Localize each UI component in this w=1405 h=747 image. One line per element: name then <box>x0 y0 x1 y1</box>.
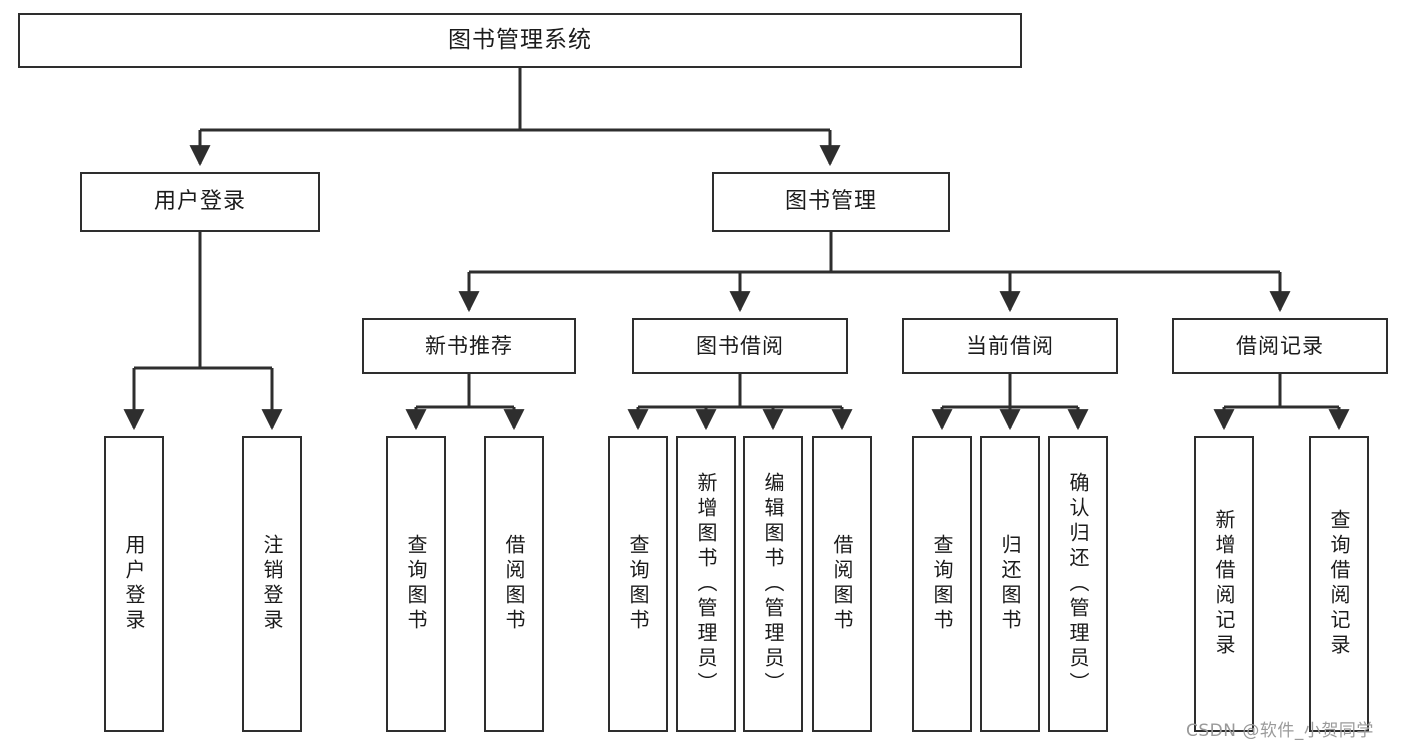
node-leaf-edit-book[interactable]: 编辑图书（管理员） <box>743 436 803 732</box>
watermark: CSDN @软件_小贺同学 <box>1186 721 1374 741</box>
node-new-book-rec-label: 新书推荐 <box>425 333 513 358</box>
node-leaf-edit-book-label: 编辑图书（管理员） <box>761 471 785 697</box>
node-leaf-add-record-label: 新增借阅记录 <box>1212 509 1236 659</box>
node-leaf-user-login[interactable]: 用户登录 <box>104 436 164 732</box>
node-leaf-query-book-rec-label: 查询图书 <box>404 534 428 634</box>
node-leaf-query-book-borrow[interactable]: 查询图书 <box>608 436 668 732</box>
node-leaf-add-book-label: 新增图书（管理员） <box>694 471 718 697</box>
node-leaf-return-book-label: 归还图书 <box>998 534 1022 634</box>
node-root-label: 图书管理系统 <box>448 27 592 54</box>
node-leaf-borrow-book-label: 借阅图书 <box>830 534 854 634</box>
node-user-login-label: 用户登录 <box>153 189 246 215</box>
node-leaf-query-book-rec[interactable]: 查询图书 <box>386 436 446 732</box>
node-new-book-rec[interactable]: 新书推荐 <box>362 318 576 374</box>
node-leaf-confirm-return-label: 确认归还（管理员） <box>1066 471 1090 697</box>
node-book-borrow-label: 图书借阅 <box>696 333 784 358</box>
node-leaf-query-book-current-label: 查询图书 <box>930 534 954 634</box>
node-leaf-query-book-current[interactable]: 查询图书 <box>912 436 972 732</box>
node-leaf-query-record[interactable]: 查询借阅记录 <box>1309 436 1369 732</box>
node-leaf-query-record-label: 查询借阅记录 <box>1327 509 1351 659</box>
node-leaf-user-login-label: 用户登录 <box>122 534 146 634</box>
node-book-manage[interactable]: 图书管理 <box>712 172 950 232</box>
node-borrow-record[interactable]: 借阅记录 <box>1172 318 1388 374</box>
node-book-manage-label: 图书管理 <box>784 189 877 215</box>
node-leaf-add-book[interactable]: 新增图书（管理员） <box>676 436 736 732</box>
node-book-borrow[interactable]: 图书借阅 <box>632 318 848 374</box>
node-leaf-return-book[interactable]: 归还图书 <box>980 436 1040 732</box>
node-leaf-borrow-book-rec[interactable]: 借阅图书 <box>484 436 544 732</box>
node-current-borrow-label: 当前借阅 <box>966 333 1054 358</box>
node-leaf-borrow-book-rec-label: 借阅图书 <box>502 534 526 634</box>
node-current-borrow[interactable]: 当前借阅 <box>902 318 1118 374</box>
node-root[interactable]: 图书管理系统 <box>18 13 1022 68</box>
node-leaf-confirm-return[interactable]: 确认归还（管理员） <box>1048 436 1108 732</box>
node-leaf-user-logout[interactable]: 注销登录 <box>242 436 302 732</box>
node-leaf-borrow-book[interactable]: 借阅图书 <box>812 436 872 732</box>
node-leaf-user-logout-label: 注销登录 <box>260 534 284 634</box>
node-leaf-add-record[interactable]: 新增借阅记录 <box>1194 436 1254 732</box>
node-user-login[interactable]: 用户登录 <box>80 172 320 232</box>
node-borrow-record-label: 借阅记录 <box>1236 333 1324 358</box>
node-leaf-query-book-borrow-label: 查询图书 <box>626 534 650 634</box>
